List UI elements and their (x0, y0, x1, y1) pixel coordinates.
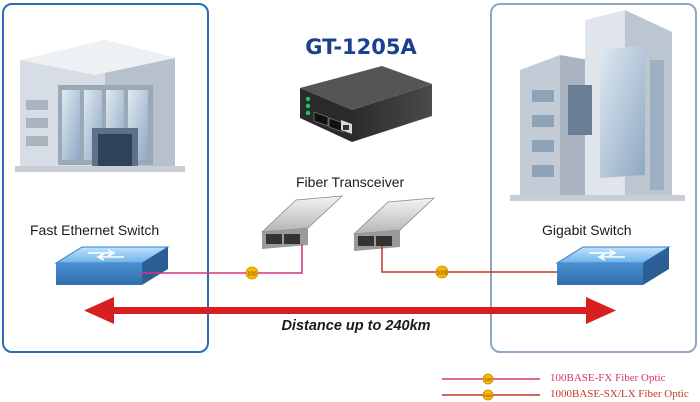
svg-text:1000: 1000 (484, 393, 494, 398)
badge-1000: 1000 (435, 265, 449, 279)
svg-text:1000: 1000 (436, 271, 447, 277)
skyscraper-building-icon (510, 10, 685, 201)
gigabit-switch-icon (555, 246, 671, 285)
sfp-module-100-icon (260, 195, 344, 249)
gigabit-switch-label: Gigabit Switch (542, 222, 632, 238)
fast-ethernet-switch-icon (54, 246, 170, 285)
distance-arrow (84, 297, 616, 324)
svg-text:100: 100 (484, 377, 492, 382)
legend-sx-label: 1000BASE-SX/LX Fiber Optic (550, 388, 689, 400)
badge-100: 100 (245, 266, 259, 280)
sfp-module-1000-icon (352, 197, 436, 251)
legend-sx-swatch: 1000 (442, 389, 540, 401)
fiber-link-1000 (381, 246, 557, 273)
distance-label: Distance up to 240km (281, 318, 431, 334)
media-converter-device-icon (300, 66, 432, 142)
fast-ethernet-switch-label: Fast Ethernet Switch (30, 222, 160, 238)
legend-fx-swatch: 100 (442, 373, 540, 385)
office-building-icon (15, 40, 185, 172)
legend-fx-label: 100BASE-FX Fiber Optic (550, 372, 666, 384)
fiber-link-100 (140, 244, 303, 274)
fiber-transceiver-label: Fiber Transceiver (296, 174, 405, 190)
svg-text:100: 100 (247, 272, 256, 278)
model-title: GT-1205A (305, 35, 417, 59)
